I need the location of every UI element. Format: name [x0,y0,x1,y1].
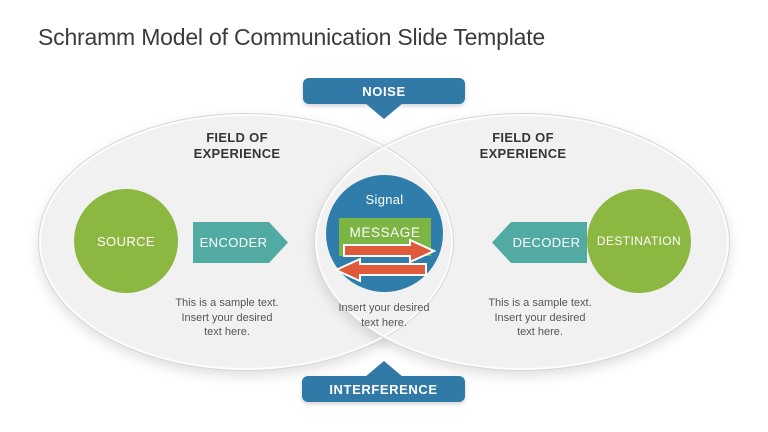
decoder-label: DECODER [512,235,581,250]
encoder-arrow-shape: ENCODER [193,222,288,263]
right-sample-text-line1: This is a sample text. [488,297,592,309]
noise-banner-pointer-down-icon [365,103,403,119]
left-field-label-line2: EXPERIENCE [193,146,281,161]
right-field-label-line1: FIELD OF [492,130,554,145]
right-sample-text-line2: Insert your desired [494,311,586,324]
source-node-label: SOURCE [96,233,156,249]
right-sample-text-line3: text here. [517,326,563,338]
message-label: MESSAGE [349,225,421,240]
decoder-arrow-shape: DECODER [492,222,587,263]
left-sample-text-line1: This is a sample text. [175,297,279,309]
left-sample-text: This is a sample text. Insert your desir… [132,296,322,340]
left-field-label: FIELD OF EXPERIENCE [142,130,332,162]
left-field-label-line1: FIELD OF [206,130,268,145]
right-field-label-line2: EXPERIENCE [479,146,567,161]
center-sample-text-line2: text here. [361,316,407,329]
encoder-label: ENCODER [199,235,268,250]
interference-banner-label: INTERFERENCE [329,381,438,397]
noise-banner-label: NOISE [362,83,406,99]
signal-label: Signal [365,192,404,207]
signal-circle: Signal MESSAGE [326,175,443,292]
center-sample-text: Insert your desired text here. [299,301,469,330]
right-sample-text: This is a sample text. Insert your desir… [445,296,635,340]
bidirectional-exchange-arrows-icon [333,239,437,283]
destination-node: DESTINATION [587,189,691,293]
left-sample-text-line3: text here. [204,326,250,338]
interference-banner-pointer-up-icon [365,361,403,377]
left-sample-text-line2: Insert your desired [181,311,273,324]
destination-node-label: DESTINATION [596,234,682,248]
interference-banner: INTERFERENCE [302,376,465,402]
source-node: SOURCE [74,189,178,293]
noise-banner: NOISE [303,78,465,104]
right-field-label: FIELD OF EXPERIENCE [428,130,618,162]
center-sample-text-line1: Insert your desired [338,302,430,314]
slide-title: Schramm Model of Communication Slide Tem… [38,24,546,50]
